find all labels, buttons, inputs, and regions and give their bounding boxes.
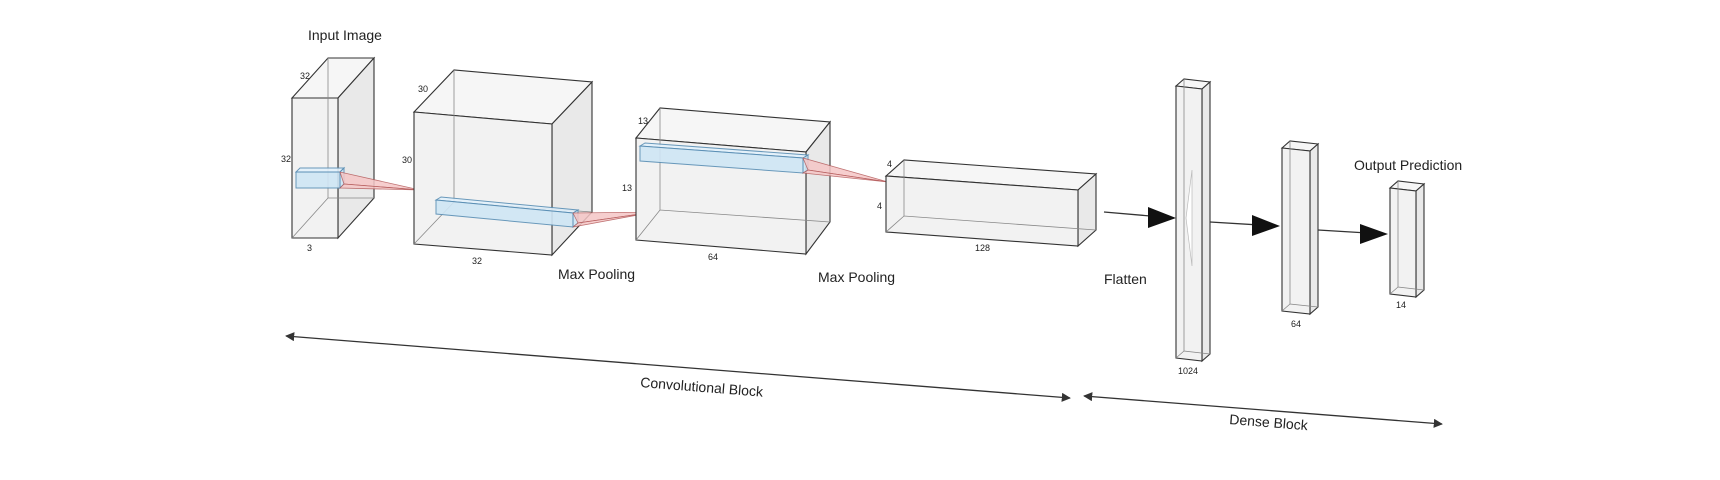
conv3-depth-dim: 128 xyxy=(975,243,990,253)
output-prediction-label: Output Prediction xyxy=(1354,157,1462,173)
dense-block-span-arrow xyxy=(1083,392,1443,428)
convolutional-block-label: Convolutional Block xyxy=(640,374,765,400)
conv2-depth-dim: 64 xyxy=(708,252,718,262)
dense2-layer xyxy=(1280,140,1320,316)
max-pooling-1-label: Max Pooling xyxy=(558,266,635,282)
conv2-width-dim: 13 xyxy=(622,183,632,193)
convolutional-block-span-arrow xyxy=(285,332,1071,402)
conv1-width-dim: 30 xyxy=(402,155,412,165)
input-volume xyxy=(290,56,421,240)
output-layer xyxy=(1388,180,1426,299)
max-pooling-2-label: Max Pooling xyxy=(818,269,895,285)
conv1-height-dim: 30 xyxy=(418,84,428,94)
input-image-label: Input Image xyxy=(308,27,382,43)
conv2-height-dim: 13 xyxy=(638,116,648,126)
flatten-label: Flatten xyxy=(1104,271,1147,287)
input-width-dim: 32 xyxy=(281,154,291,164)
dense1-units-dim: 1024 xyxy=(1178,366,1198,376)
conv2-volume xyxy=(634,107,889,256)
dense1-arrowhead xyxy=(1252,215,1280,236)
conv1-volume xyxy=(412,69,655,257)
dense-block-label: Dense Block xyxy=(1229,411,1310,433)
dense2-arrowhead xyxy=(1360,224,1388,244)
conv3-width-dim: 4 xyxy=(877,201,882,211)
input-height-dim: 32 xyxy=(300,71,310,81)
conv3-volume xyxy=(884,159,1098,248)
conv3-height-dim: 4 xyxy=(887,159,892,169)
output-units-dim: 14 xyxy=(1396,300,1406,310)
dense2-units-dim: 64 xyxy=(1291,319,1301,329)
conv1-depth-dim: 32 xyxy=(472,256,482,266)
dense1-layer xyxy=(1174,78,1212,363)
flatten-arrowhead xyxy=(1148,207,1176,228)
input-depth-dim: 3 xyxy=(307,243,312,253)
